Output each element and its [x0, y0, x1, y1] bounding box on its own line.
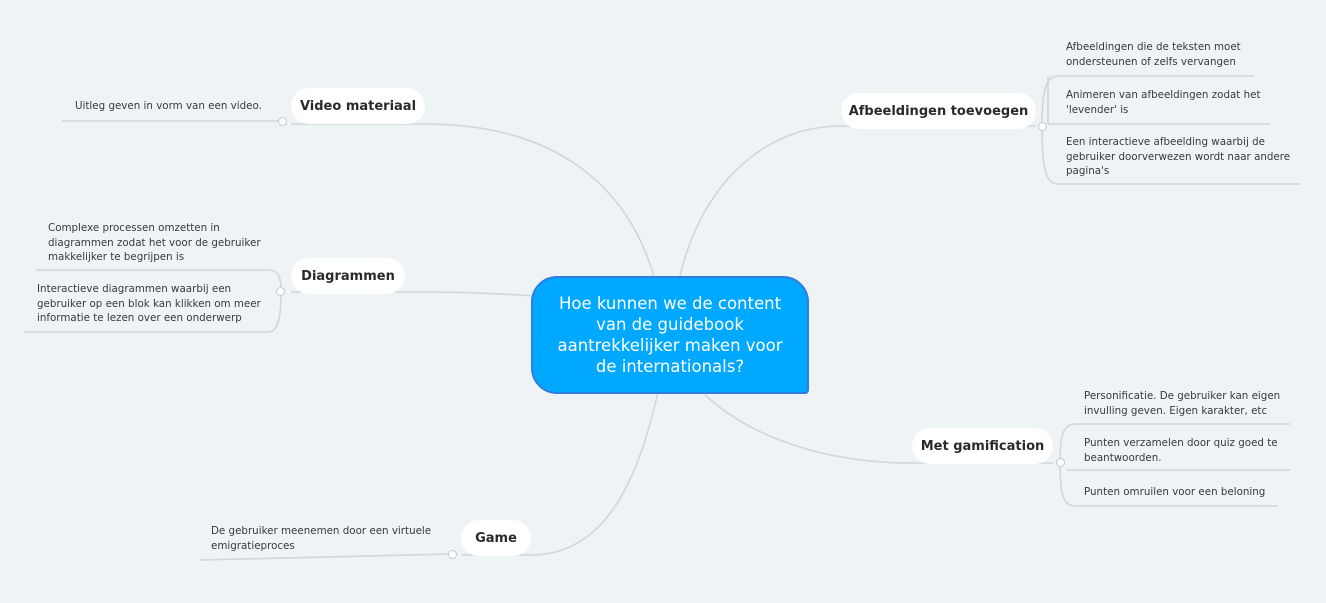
topic-label: Game [475, 530, 517, 546]
central-topic[interactable]: Hoe kunnen we de content van de guideboo… [531, 276, 809, 394]
link-afbeeldingen [679, 125, 842, 277]
collapse-knob[interactable] [1038, 122, 1047, 131]
leaf-afbeeldingen-2[interactable]: Animeren van afbeeldingen zodat het 'lev… [1066, 89, 1261, 116]
topic-diagrammen[interactable]: Diagrammen [291, 258, 405, 294]
topic-met-gamification[interactable]: Met gamification [912, 428, 1053, 464]
topic-video-materiaal[interactable]: Video materiaal [291, 88, 425, 124]
link-video [424, 123, 656, 281]
leaf-diagrammen-1[interactable]: Complexe processen omzetten in diagramme… [48, 222, 261, 263]
topic-label: Met gamification [920, 438, 1045, 454]
leaf-game-1[interactable]: De gebruiker meenemen door een virtuele … [211, 525, 432, 552]
link-game [530, 391, 659, 556]
leaf-diagrammen-2[interactable]: Interactieve diagrammen waarbij een gebr… [37, 283, 261, 324]
link-diagrammen [404, 291, 534, 297]
collapse-knob[interactable] [278, 117, 287, 126]
collapse-knob[interactable] [448, 550, 457, 559]
central-topic-text: Hoe kunnen we de content van de guideboo… [557, 294, 783, 376]
topic-afbeeldingen-toevoegen[interactable]: Afbeeldingen toevoegen [841, 93, 1036, 129]
leaf-afbeeldingen-3[interactable]: Een interactieve afbeelding waarbij de g… [1066, 136, 1291, 177]
link-gamification [704, 394, 913, 464]
leaf-gamification-1[interactable]: Personificatie. De gebruiker kan eigen i… [1084, 390, 1281, 417]
leaf-gamification-2[interactable]: Punten verzamelen door quiz goed te bean… [1084, 437, 1278, 464]
leaf-afbeeldingen-1[interactable]: Afbeeldingen die de teksten moet onderst… [1066, 41, 1241, 68]
leaf-video-1[interactable]: Uitleg geven in vorm van een video. [75, 100, 262, 112]
topic-label: Afbeeldingen toevoegen [848, 103, 1029, 119]
leaf-gamification-3[interactable]: Punten omruilen voor een beloning [1084, 486, 1266, 498]
collapse-knob[interactable] [276, 287, 285, 296]
topic-label: Diagrammen [301, 268, 395, 284]
collapse-knob[interactable] [1056, 458, 1065, 467]
topic-label: Video materiaal [299, 98, 417, 114]
topic-game[interactable]: Game [461, 520, 531, 556]
